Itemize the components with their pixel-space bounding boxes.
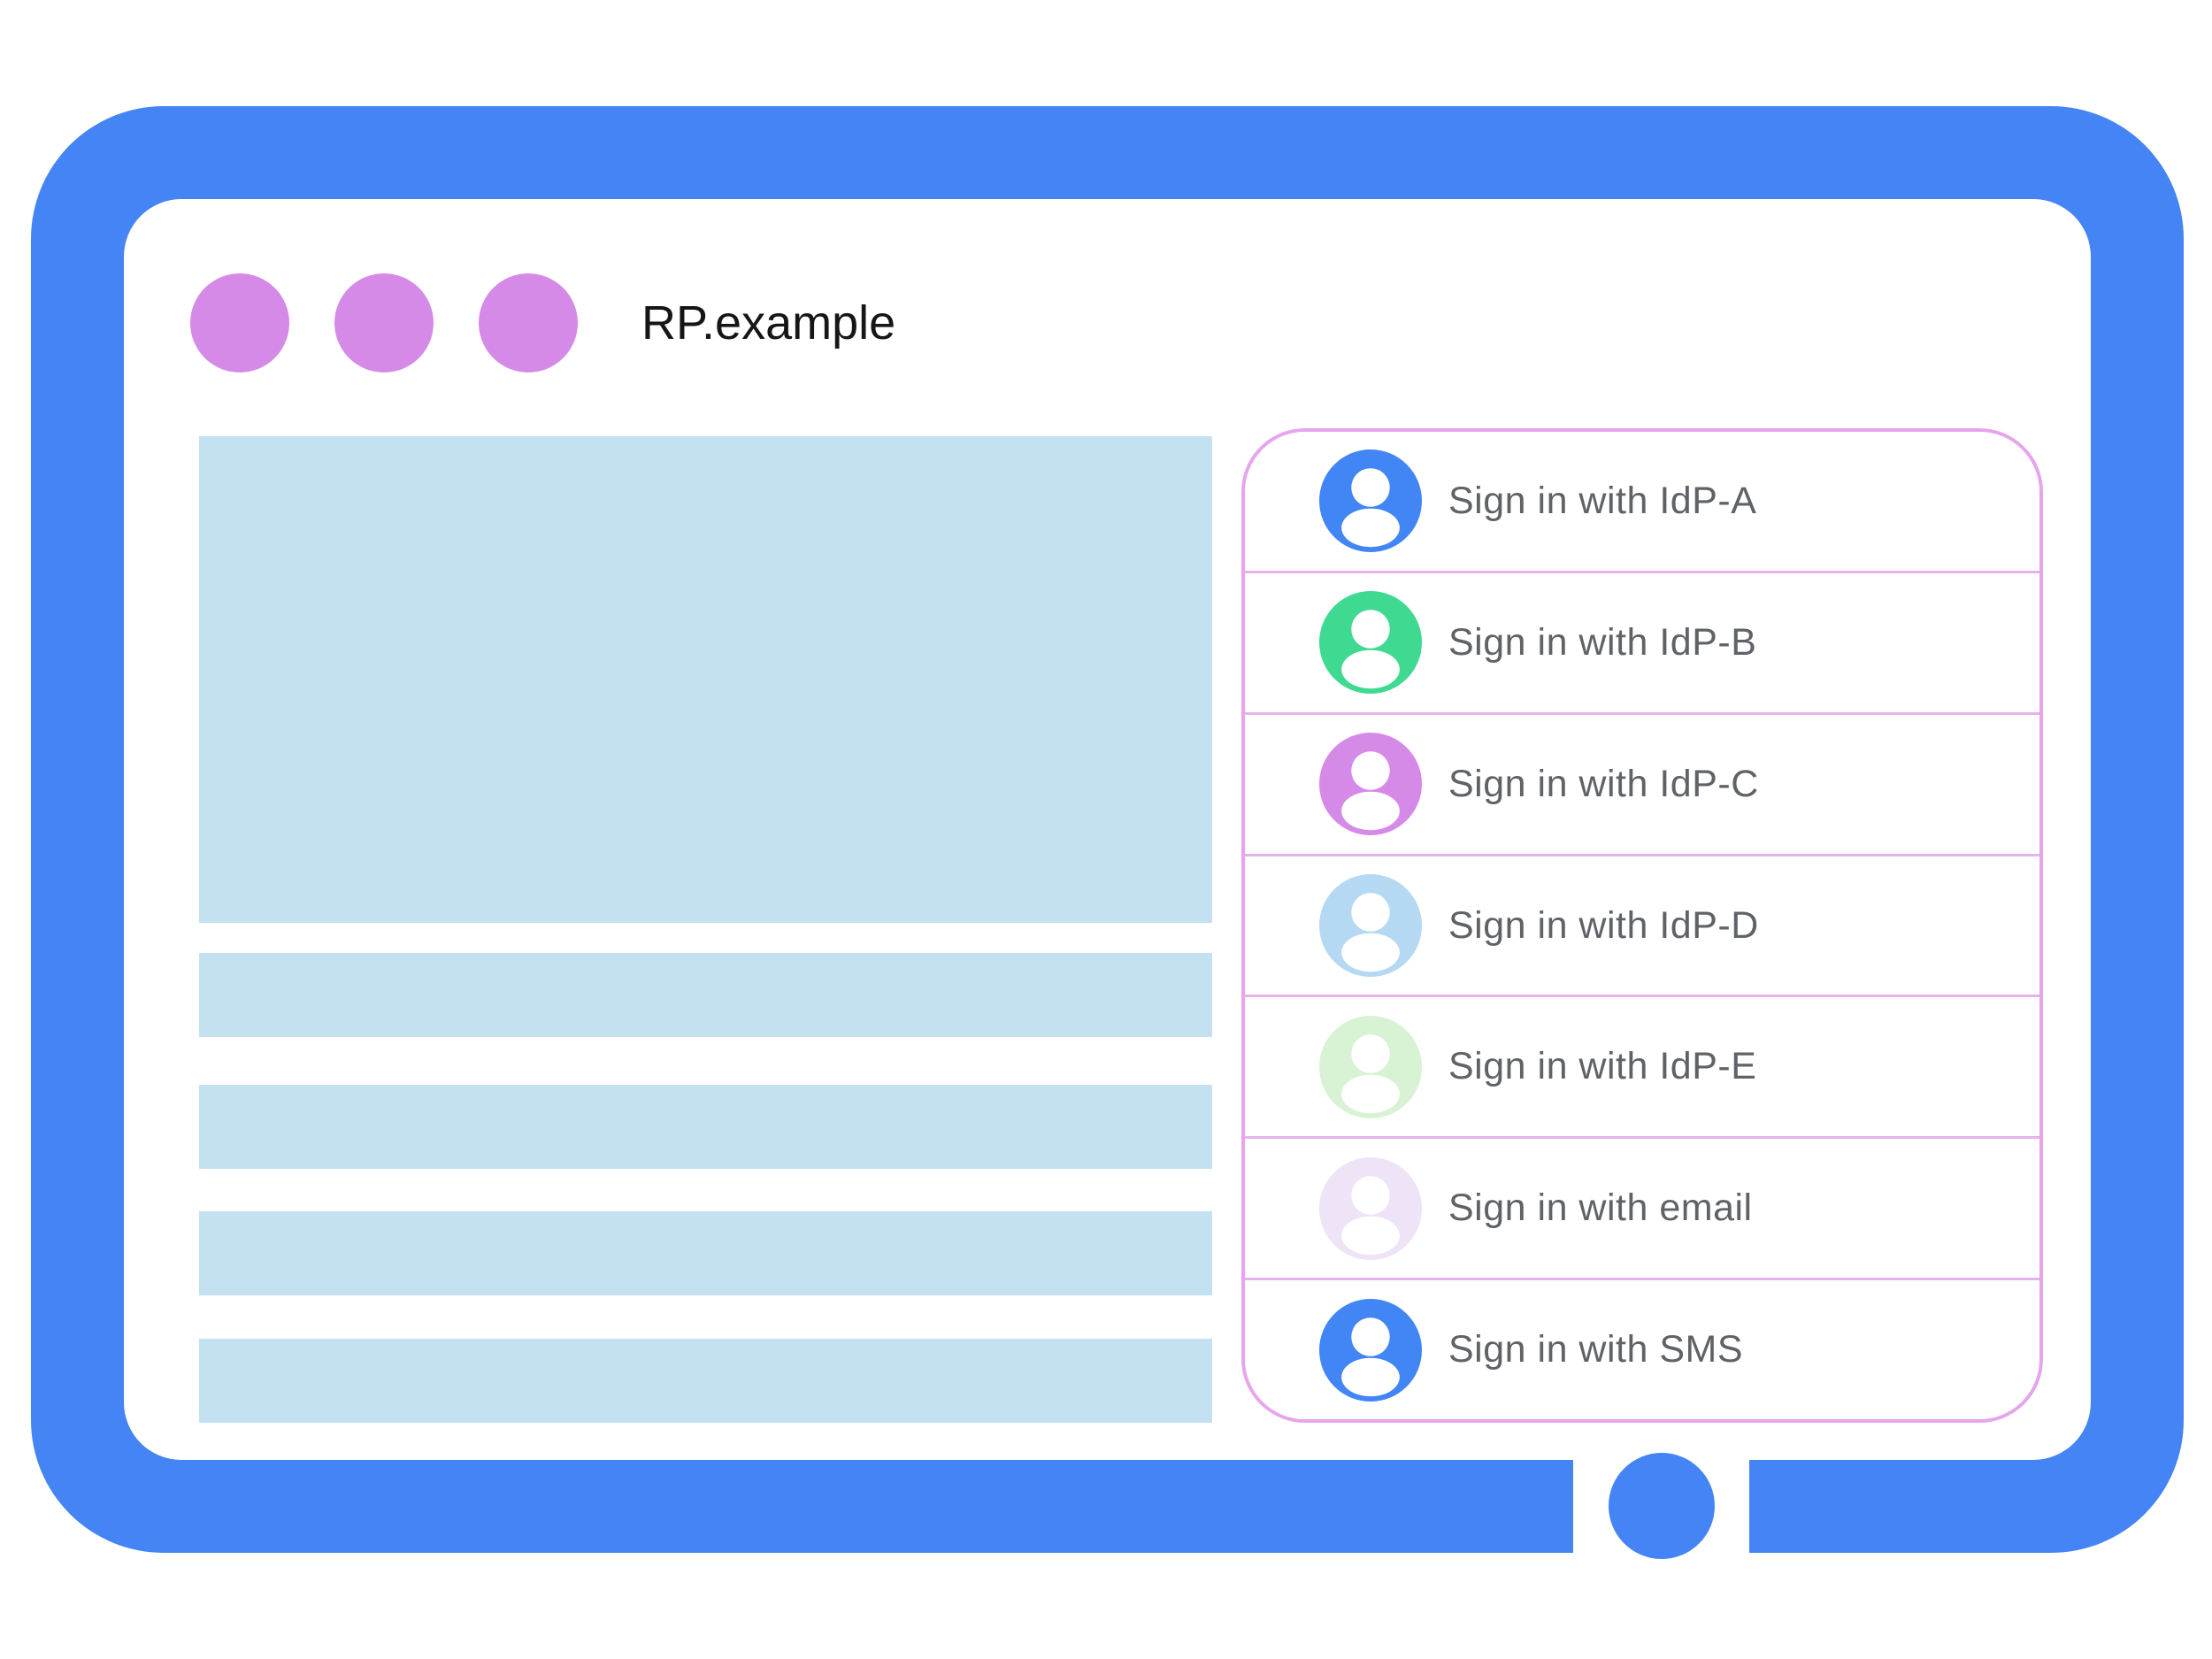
signin-option-label: Sign in with IdP-B [1448,620,1757,664]
signin-panel: Sign in with IdP-A Sign in with IdP-B Si… [1241,428,2043,1423]
signin-option-7[interactable]: Sign in with SMS [1245,1278,2039,1419]
content-bar-placeholder [199,953,1212,1037]
window-control-dot-3[interactable] [479,273,578,373]
window-control-dot-1[interactable] [190,273,289,373]
signin-option-label: Sign in with IdP-E [1448,1045,1757,1088]
signin-option-5[interactable]: Sign in with IdP-E [1245,995,2039,1137]
person-icon [1319,1015,1422,1118]
person-icon [1319,591,1422,695]
content-hero-placeholder [199,436,1212,923]
person-icon [1319,733,1422,836]
signin-option-label: Sign in with SMS [1448,1328,1744,1371]
signin-option-label: Sign in with IdP-A [1448,479,1757,522]
signin-option-1[interactable]: Sign in with IdP-A [1245,432,2039,571]
person-icon [1319,874,1422,977]
person-icon [1319,1156,1422,1260]
signin-option-6[interactable]: Sign in with email [1245,1136,2039,1279]
home-button[interactable] [1609,1453,1715,1559]
window-control-dot-2[interactable] [334,273,434,373]
bezel-cap-left [1481,1460,1573,1553]
bezel-cap-right [1749,1460,1841,1553]
page-title: RP.example [641,296,896,349]
signin-option-2[interactable]: Sign in with IdP-B [1245,570,2039,712]
signin-option-label: Sign in with IdP-D [1448,903,1759,947]
person-icon [1319,449,1422,553]
signin-option-4[interactable]: Sign in with IdP-D [1245,853,2039,995]
signin-option-3[interactable]: Sign in with IdP-C [1245,711,2039,854]
person-icon [1319,1298,1422,1402]
signin-option-label: Sign in with IdP-C [1448,762,1759,805]
content-bar-placeholder [199,1211,1212,1295]
content-bar-placeholder [199,1339,1212,1423]
content-bar-placeholder [199,1085,1212,1169]
signin-option-label: Sign in with email [1448,1187,1753,1230]
